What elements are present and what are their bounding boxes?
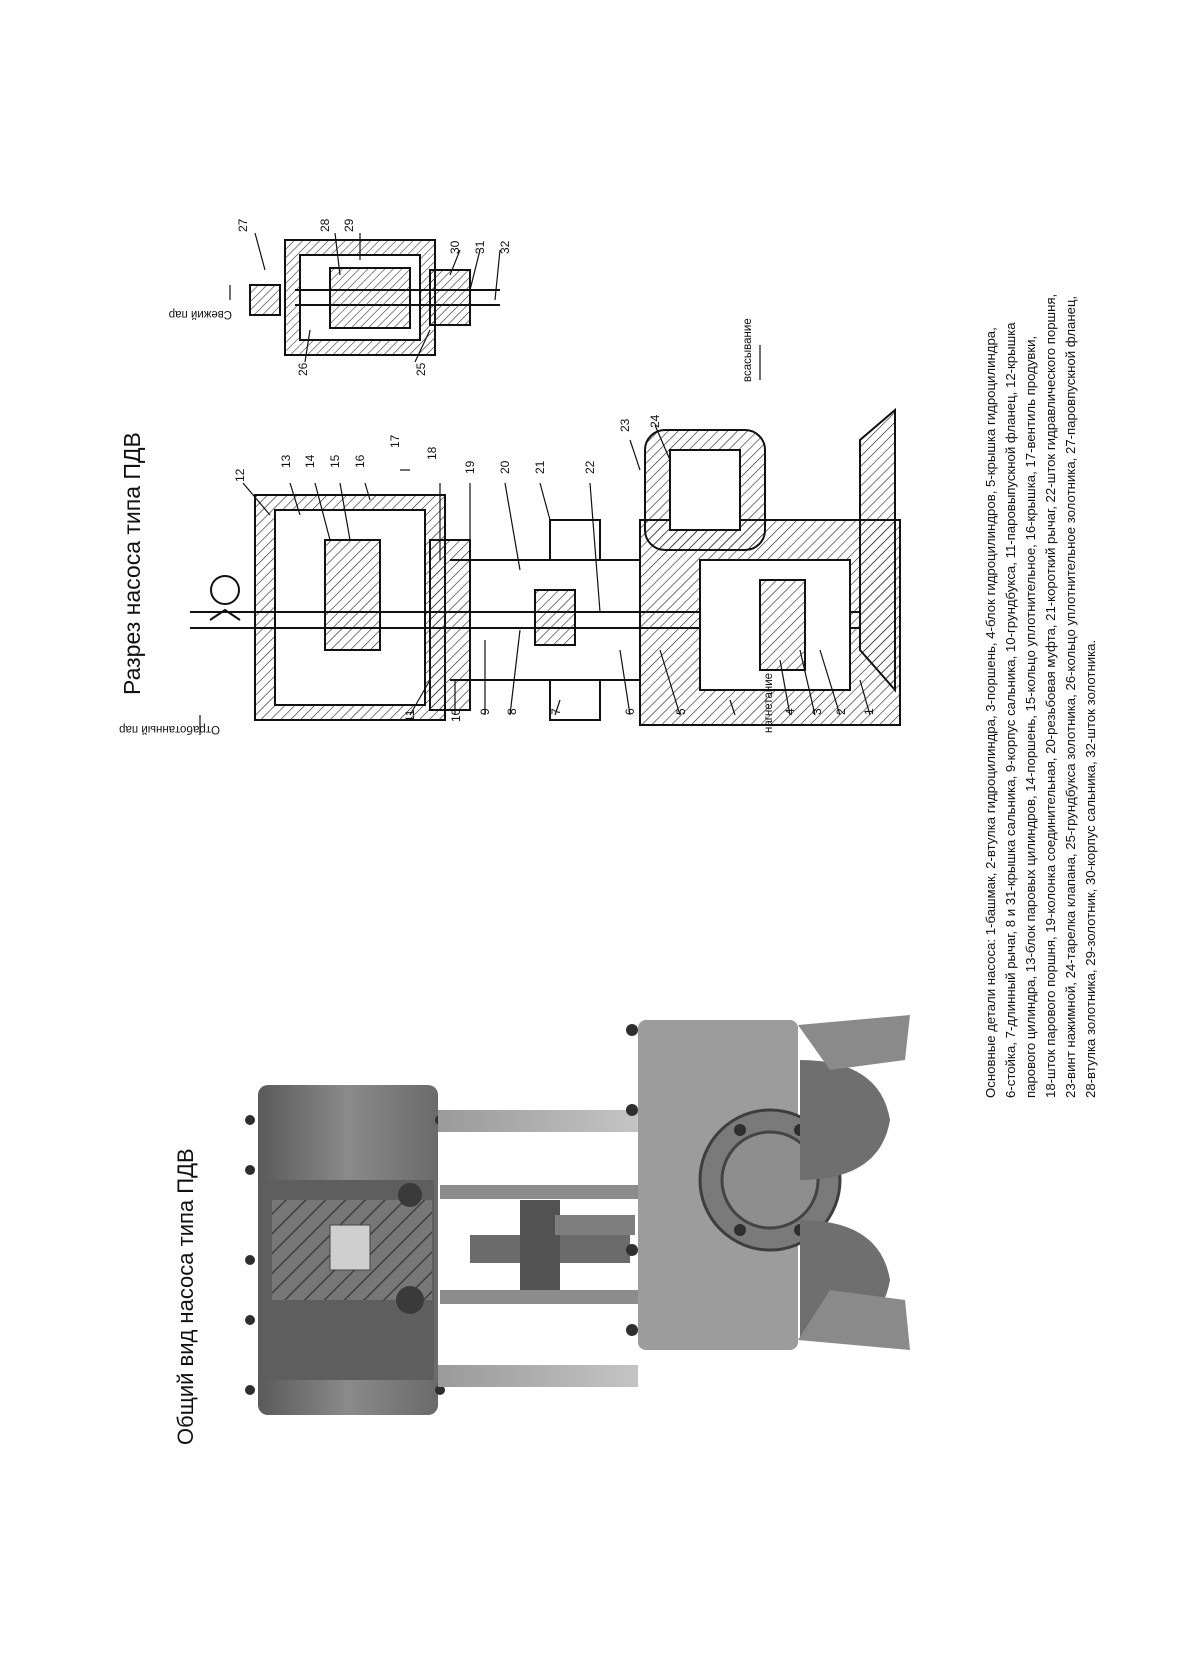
part-label-23: 23 [618,418,632,432]
part-label-4: 4 [783,708,797,715]
part-label-9: 9 [478,708,492,715]
part-label-12: 12 [233,468,247,482]
part-label-10: 10 [449,708,463,722]
part-label-32: 32 [498,240,512,254]
caption-line: Основные детали насоса: 1-башмак, 2-втул… [983,327,998,1098]
part-label-30: 30 [448,240,462,254]
part-label-1: 1 [862,708,876,715]
part-label-13: 13 [279,454,293,468]
parts-caption: Основные детали насоса: 1-башмак, 2-втул… [981,98,1101,1098]
part-label-17: 17 [388,434,402,448]
part-label-3: 3 [810,708,824,715]
part-label-19: 19 [463,460,477,474]
part-label-6: 6 [623,708,637,715]
label-discharge: нагнетание [763,672,775,733]
label-suction: всасывание [742,318,754,382]
part-label-20: 20 [498,460,512,474]
caption-line: парового цилиндра, 13-блок паровых цилин… [1023,335,1038,1098]
caption-line: 6-стойка, 7-длинный рычаг, 8 и 31-крышка… [1003,322,1018,1098]
part-label-21: 21 [533,460,547,474]
label-fresh-steam: Свежий пар [168,308,232,320]
part-label-7: 7 [549,708,563,715]
part-label-2: 2 [834,708,848,715]
label-exhaust-steam: Отработанный пар [119,723,220,735]
part-label-29: 29 [342,218,356,232]
part-label-14: 14 [303,454,317,468]
part-label-27: 27 [236,218,250,232]
part-label-25: 25 [414,362,428,376]
caption-line: 18-шток парового поршня, 19-колонка соед… [1043,293,1058,1098]
part-label-31: 31 [473,240,487,254]
part-label-18: 18 [425,446,439,460]
part-label-24: 24 [648,414,662,428]
part-label-22: 22 [583,460,597,474]
caption-line: 23-винт нажимной, 24-тарелка клапана, 25… [1063,295,1078,1098]
part-label-28: 28 [318,218,332,232]
part-label-8: 8 [505,708,519,715]
part-label-15: 15 [328,454,342,468]
part-label-11: 11 [403,709,417,722]
caption-line: 28-втулка золотника, 29-золотник, 30-кор… [1083,639,1098,1098]
part-label-16: 16 [353,454,367,468]
part-label-5: 5 [674,708,688,715]
part-label-26: 26 [296,362,310,376]
